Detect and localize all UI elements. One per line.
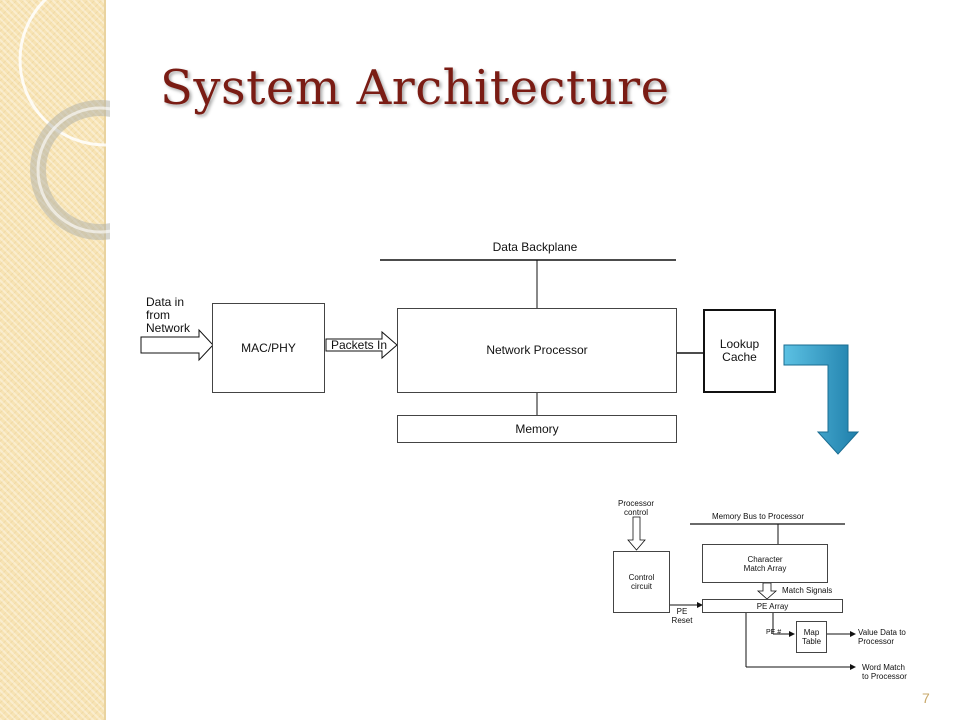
mac-phy-label: MAC/PHY [241, 340, 296, 355]
character-match-array-box: Character Match Array [702, 544, 828, 583]
zoom-down-arrow [783, 344, 860, 455]
pe-array-box: PE Array [702, 599, 843, 613]
data-in-arrow [140, 328, 214, 362]
map-table-box: Map Table [796, 621, 827, 653]
memory-box: Memory [397, 415, 677, 443]
lookup-cache-label: Lookup Cache [719, 337, 760, 364]
control-circuit-box: Control circuit [613, 551, 670, 613]
network-processor-box: Network Processor [397, 308, 677, 393]
slide-title: System Architecture [160, 60, 670, 116]
match-signals-label: Match Signals [782, 586, 833, 595]
page-number: 7 [922, 690, 930, 706]
value-data-label: Value Data to Processor [858, 628, 906, 646]
memory-bus-label: Memory Bus to Processor [712, 512, 805, 521]
map-table-label: Map Table [801, 628, 822, 646]
pe-reset-label: PE Reset [671, 607, 693, 625]
packets-in-arrow [325, 330, 398, 360]
processor-control-label: Processor control [617, 499, 654, 517]
packets-in-label: Packets In [331, 338, 388, 352]
memory-label: Memory [515, 421, 559, 436]
word-match-label: Word Match to Processor [862, 663, 907, 681]
control-circuit-label: Control circuit [628, 573, 655, 591]
data-in-label: Data in from Network [146, 295, 191, 335]
mac-phy-box: MAC/PHY [212, 303, 325, 393]
character-match-array-label: Character Match Array [743, 554, 787, 573]
pe-number-label: PE # [766, 629, 782, 636]
lookup-cache-box: Lookup Cache [703, 309, 776, 393]
pe-array-label: PE Array [756, 601, 789, 611]
data-backplane-label: Data Backplane [492, 240, 578, 254]
decorative-rings [18, 0, 110, 240]
network-processor-label: Network Processor [486, 343, 588, 357]
